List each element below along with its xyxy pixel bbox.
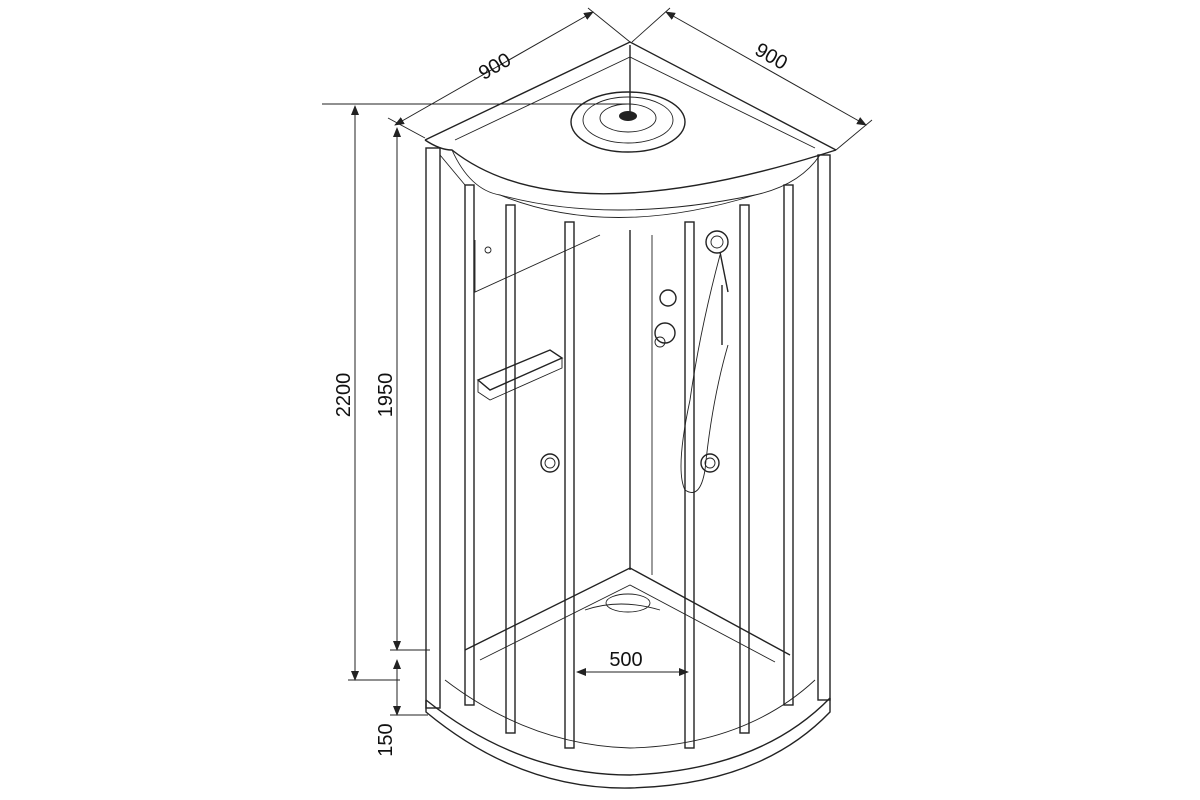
dimension-150: 150 [375,659,428,757]
glass-door-bars [464,184,794,749]
dim-label-tray-height: 150 [375,723,397,756]
door-handle-right [700,453,720,473]
dim-label-total-height: 2200 [333,373,355,418]
dim-label-width: 900 [475,49,515,85]
cabin-roof [424,41,837,218]
dimension-500: 500 [576,649,689,676]
dimension-1950: 1950 [375,127,430,651]
shelf [476,349,564,401]
dim-label-drain-width: 500 [609,649,642,671]
shower-tray [425,679,831,789]
cabin-frame [425,147,831,709]
dim-label-cabin-height: 1950 [375,373,397,418]
dimension-900-right: 900 [631,7,873,151]
shower-controls [654,289,677,348]
door-handle-left [540,453,560,473]
hand-shower [680,230,729,493]
dim-label-depth: 900 [751,39,791,75]
dimension-2200: 2200 [322,103,628,681]
dimension-900-left: 900 [387,7,631,139]
